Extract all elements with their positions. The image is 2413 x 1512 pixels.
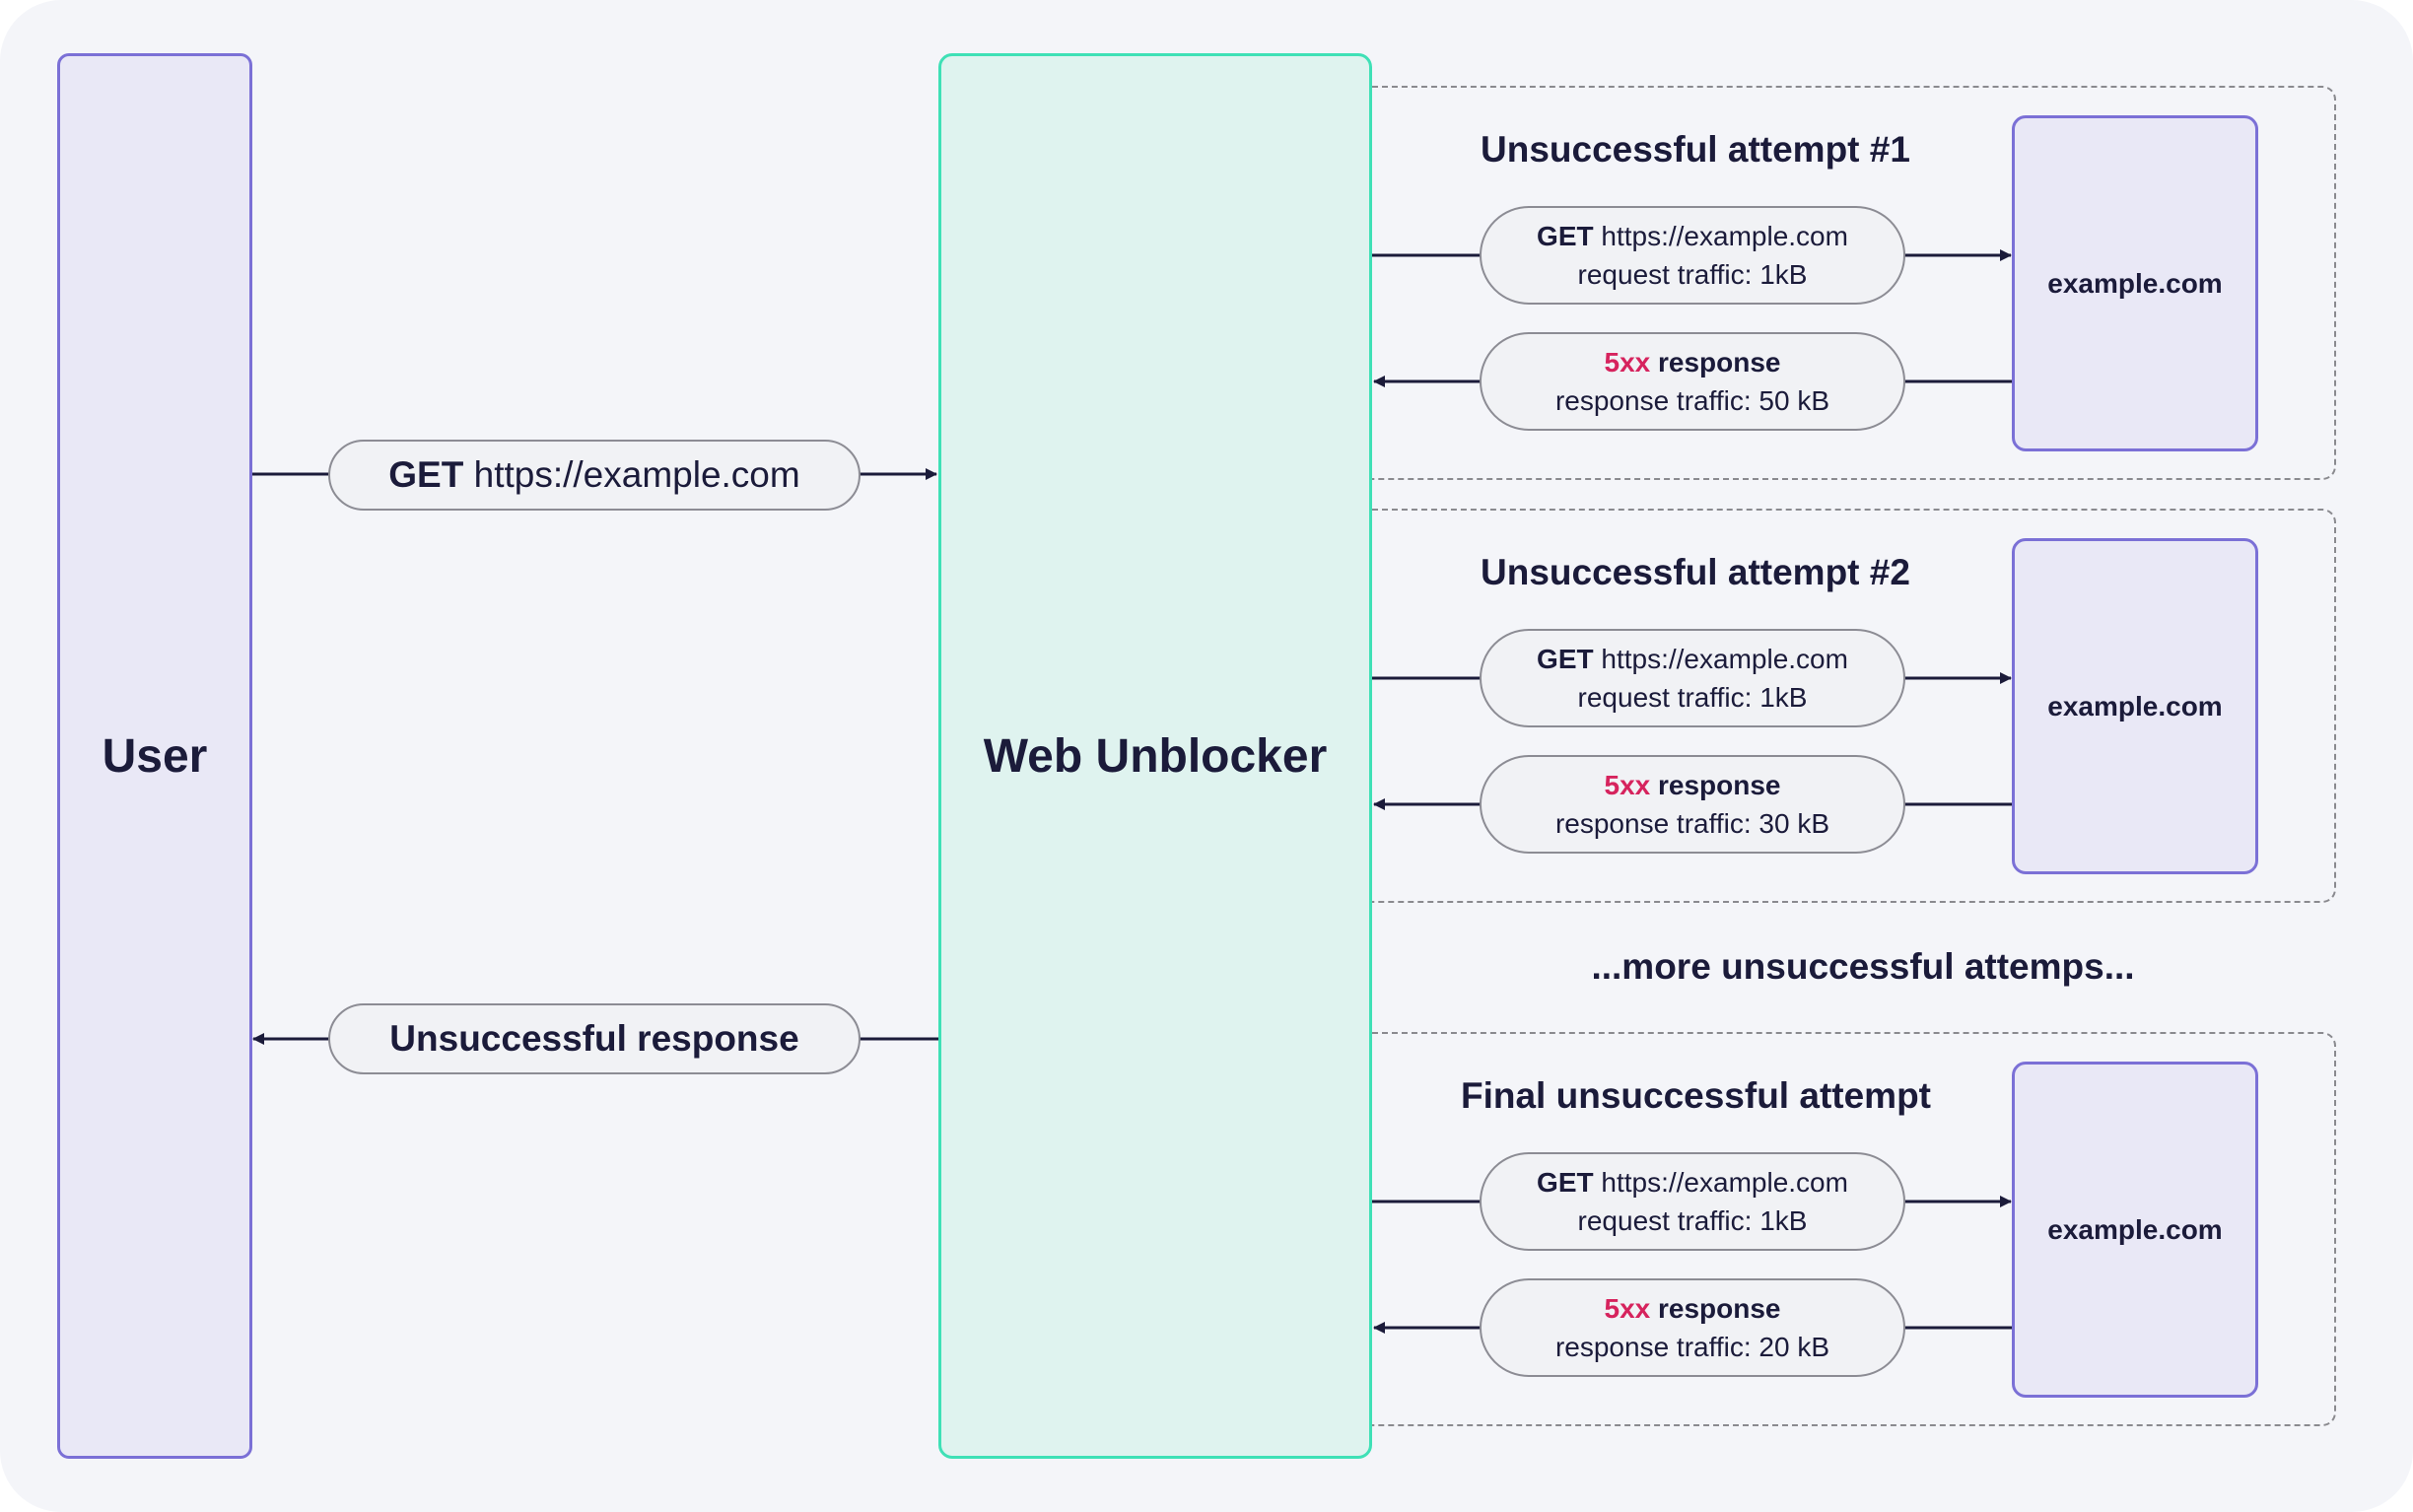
- attempt-2-request-pill: GET https://example.com request traffic:…: [1480, 629, 1905, 727]
- attempt-2-target-label: example.com: [2047, 690, 2223, 722]
- attempt-3-response-label: response: [1658, 1293, 1781, 1324]
- attempt-2-response-label: response: [1658, 770, 1781, 800]
- user-request-method: GET: [388, 454, 464, 495]
- attempt-3-request-method: GET: [1537, 1167, 1594, 1198]
- attempt-3-request-pill: GET https://example.com request traffic:…: [1480, 1152, 1905, 1251]
- attempt-2-request-method: GET: [1537, 644, 1594, 674]
- user-request-url: https://example.com: [473, 454, 800, 495]
- attempt-1-request-traffic: request traffic: 1kB: [1577, 259, 1808, 290]
- attempt-group-2: [1372, 509, 2336, 903]
- attempt-2-request-traffic: request traffic: 1kB: [1577, 682, 1808, 713]
- attempt-3-response-traffic: response traffic: 20 kB: [1554, 1332, 1830, 1362]
- attempt-2-response-traffic: response traffic: 30 kB: [1554, 808, 1830, 839]
- user-label: User: [102, 729, 208, 783]
- attempt-group-1: [1372, 86, 2336, 480]
- attempt-1-target-box: example.com: [2012, 115, 2258, 451]
- attempt-2-request-url: https://example.com: [1601, 644, 1848, 674]
- attempt-1-request-url: https://example.com: [1601, 221, 1848, 251]
- attempt-1-response-traffic: response traffic: 50 kB: [1554, 385, 1830, 416]
- attempt-3-target-label: example.com: [2047, 1213, 2223, 1245]
- attempt-2-response-pill: 5xx response response traffic: 30 kB: [1480, 755, 1905, 854]
- attempt-1-response-label: response: [1658, 347, 1781, 378]
- web-unblocker-label: Web Unblocker: [983, 729, 1328, 783]
- attempt-1-request-pill: GET https://example.com request traffic:…: [1480, 206, 1905, 305]
- user-response-pill: Unsuccessful response: [328, 1003, 861, 1074]
- attempt-3-target-box: example.com: [2012, 1062, 2258, 1398]
- user-box: User: [57, 53, 252, 1459]
- attempt-group-3: [1372, 1032, 2336, 1426]
- attempt-3-response-pill: 5xx response response traffic: 20 kB: [1480, 1278, 1905, 1377]
- attempt-3-response-status: 5xx: [1604, 1293, 1651, 1324]
- attempt-2-title: Unsuccessful attempt #2: [1481, 552, 1910, 592]
- attempt-3-request-url: https://example.com: [1601, 1167, 1848, 1198]
- attempt-1-target-label: example.com: [2047, 267, 2223, 299]
- more-attempts-note: ...more unsuccessful attemps...: [1591, 946, 2135, 987]
- attempt-1-title: Unsuccessful attempt #1: [1481, 129, 1910, 170]
- attempt-1-response-status: 5xx: [1604, 347, 1651, 378]
- user-response-label: Unsuccessful response: [389, 1018, 799, 1059]
- user-request-pill: GET https://example.com: [328, 440, 861, 511]
- attempt-2-target-box: example.com: [2012, 538, 2258, 874]
- attempt-3-title: Final unsuccessful attempt: [1461, 1075, 1931, 1116]
- attempt-1-response-pill: 5xx response response traffic: 50 kB: [1480, 332, 1905, 431]
- attempt-1-request-method: GET: [1537, 221, 1594, 251]
- attempt-3-request-traffic: request traffic: 1kB: [1577, 1205, 1808, 1236]
- web-unblocker-box: Web Unblocker: [938, 53, 1372, 1459]
- attempt-2-response-status: 5xx: [1604, 770, 1651, 800]
